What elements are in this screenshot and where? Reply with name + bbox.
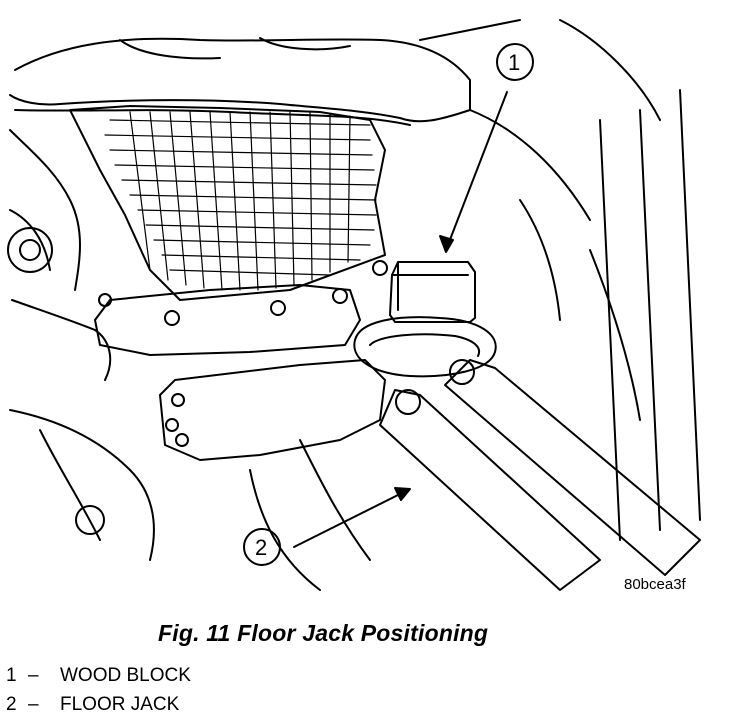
- jack-pivot-right: [449, 359, 475, 385]
- legend-number: 2: [6, 694, 17, 715]
- legend-number: 1: [6, 665, 17, 686]
- callout-1-leader: [445, 91, 508, 251]
- bolt: [270, 300, 286, 316]
- bolt: [332, 288, 348, 304]
- bolt: [164, 310, 180, 326]
- bolt: [98, 293, 112, 307]
- figure-caption: Fig. 11 Floor Jack Positioning: [158, 620, 489, 646]
- bolt: [171, 393, 185, 407]
- left-housing: [9, 129, 112, 381]
- jack-pivot-left: [395, 389, 421, 415]
- legend-separator: –: [28, 694, 39, 715]
- floor-jack-arm-right: [444, 359, 701, 576]
- line-drawing-figure: 1 2 80bcea3f: [7, 19, 701, 593]
- mount-bracket: [94, 284, 361, 356]
- callout-1-circle: [496, 43, 534, 81]
- legend-label: FLOOR JACK: [60, 694, 180, 715]
- legend-item: 1–WOOD BLOCK: [6, 661, 191, 690]
- left-pulley: [7, 227, 53, 273]
- callout-2-leader: [293, 489, 409, 548]
- wood-block: [389, 261, 476, 323]
- bolt: [175, 433, 189, 447]
- jack-saddle: [353, 316, 497, 378]
- upper-ridge: [119, 19, 661, 121]
- left-arm: [9, 409, 155, 561]
- engine-outline: [9, 37, 471, 123]
- callout-2-arrowhead: [394, 487, 411, 501]
- lower-wheel-arc: [249, 439, 371, 591]
- jack-saddle-inner: [369, 333, 480, 357]
- bolt: [372, 260, 388, 276]
- callout-1-arrowhead: [439, 235, 454, 253]
- callout-2-number: 2: [255, 535, 267, 560]
- frame-rail: [589, 89, 701, 541]
- callout-1-number: 1: [508, 50, 520, 75]
- oil-pan: [69, 105, 386, 301]
- bolt: [165, 418, 179, 432]
- crossmember: [159, 359, 386, 461]
- floor-jack-arm-left: [379, 389, 601, 591]
- oil-pan-grid: [104, 111, 377, 291]
- left-pulley-hub: [19, 239, 41, 261]
- bolt-lower-left: [75, 505, 105, 535]
- legend-item: 2–FLOOR JACK: [6, 690, 191, 719]
- frame-rail-curve: [469, 109, 591, 321]
- legend: 1–WOOD BLOCK 2–FLOOR JACK: [6, 661, 191, 719]
- legend-separator: –: [28, 665, 39, 686]
- floor-jack-illustration: 1 2: [7, 19, 701, 591]
- figure-code: 80bcea3f: [624, 576, 686, 593]
- callout-2-circle: [243, 528, 281, 566]
- legend-label: WOOD BLOCK: [60, 665, 191, 686]
